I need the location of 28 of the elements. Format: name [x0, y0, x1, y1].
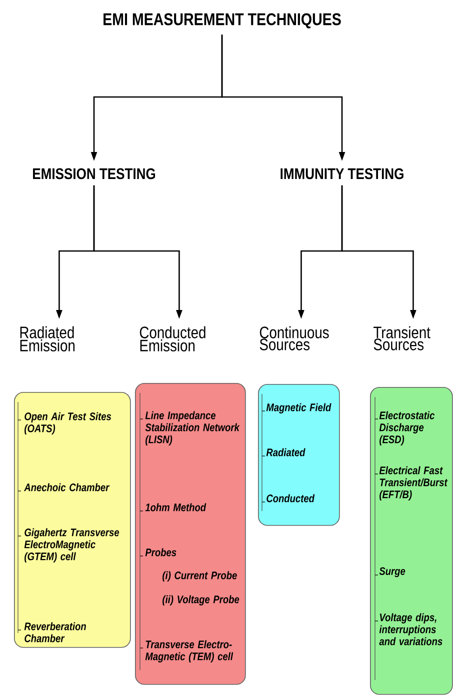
list-item: Magnetic Field [262, 403, 332, 414]
list-item: Open Air Test Sites (OATS) [18, 412, 112, 434]
list-item: Transverse Electro-Magnetic (TEM) cell [140, 640, 234, 662]
list-item: Gigahertz Transverse ElectroMagnetic (GTEM) cell [18, 528, 120, 562]
list-item: Radiated [262, 448, 306, 456]
list-item: 1ohm Method [140, 503, 206, 512]
list-item: Probes [140, 548, 176, 556]
list-item: Electrostatic Discharge (ESD) [374, 411, 435, 446]
list-item: Line Impedance Stabilization Network (LISN) [140, 411, 240, 446]
heading: IMMUNITY TESTING [280, 168, 404, 180]
list-item: Anechoic Chamber [18, 483, 110, 492]
category-heading: Transient Sources [374, 326, 430, 350]
list-panel [135, 383, 246, 685]
list-item: Reverberation Chamber [18, 622, 86, 642]
list-item: Conducted [262, 494, 315, 502]
category-heading: Conducted Emission [140, 326, 206, 352]
list-panel [14, 392, 131, 648]
list-item: Surge [374, 567, 406, 578]
heading: EMISSION TESTING [33, 168, 156, 180]
category-heading: Continuous Sources [260, 326, 329, 350]
heading: EMI MEASUREMENT TECHNIQUES [104, 13, 341, 28]
list-panel [258, 384, 340, 526]
list-panel [370, 387, 453, 695]
list-item: Electrical Fast Transient/Burst (EFT/B) [374, 466, 448, 500]
list-item: (i) Current Probe [162, 571, 237, 582]
list-item: (ii) Voltage Probe [162, 595, 240, 606]
category-heading: Radiated Emission [20, 326, 75, 352]
list-item: Voltage dips, interruptions and variations [374, 613, 442, 646]
